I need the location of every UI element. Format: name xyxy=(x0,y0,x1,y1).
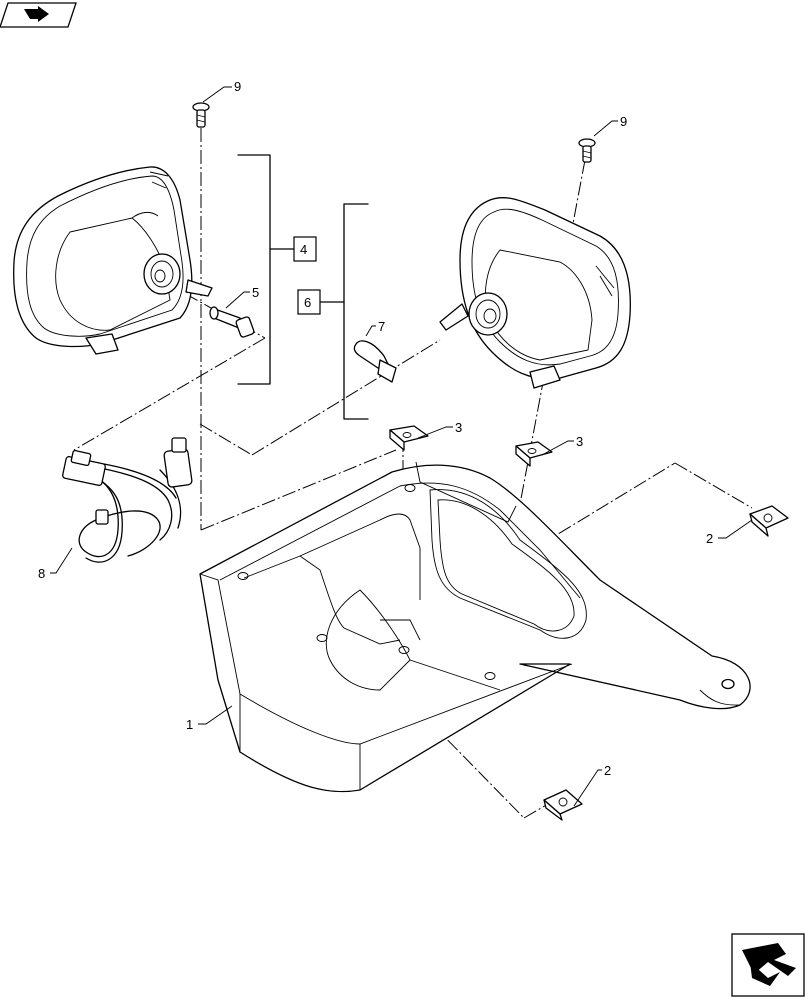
bulb-5 xyxy=(209,306,255,338)
callout-3-right: 3 xyxy=(576,434,583,449)
screw-left xyxy=(192,102,210,128)
wire-harness xyxy=(62,437,193,563)
nut-2-right xyxy=(749,505,789,537)
callout-6: 6 xyxy=(304,295,311,310)
screw-right xyxy=(578,138,596,163)
callout-box-6 xyxy=(297,289,321,315)
callout-1: 1 xyxy=(186,717,193,732)
nut-2-bottom xyxy=(543,789,583,821)
left-headlamp xyxy=(13,166,213,355)
callout-box-4 xyxy=(293,236,317,262)
callout-leaders xyxy=(50,86,753,807)
callout-7: 7 xyxy=(378,319,385,334)
callout-9-right: 9 xyxy=(620,114,627,129)
group-bracket-6 xyxy=(319,203,369,420)
callout-4: 4 xyxy=(300,242,307,257)
callout-5: 5 xyxy=(252,285,259,300)
right-headlamp xyxy=(439,196,631,389)
bulb-7 xyxy=(353,340,397,383)
callout-2-right: 2 xyxy=(706,531,713,546)
clip-3-right xyxy=(515,441,553,467)
clip-3-left xyxy=(389,425,429,451)
mounting-bracket xyxy=(199,461,751,793)
next-page-arrow-icon[interactable] xyxy=(731,933,805,997)
previous-page-arrow-icon[interactable] xyxy=(0,2,77,28)
callout-8: 8 xyxy=(38,566,45,581)
callout-2-bottom: 2 xyxy=(604,763,611,778)
callout-9-left: 9 xyxy=(234,79,241,94)
callout-3-left: 3 xyxy=(455,420,462,435)
group-bracket-4 xyxy=(237,154,295,385)
